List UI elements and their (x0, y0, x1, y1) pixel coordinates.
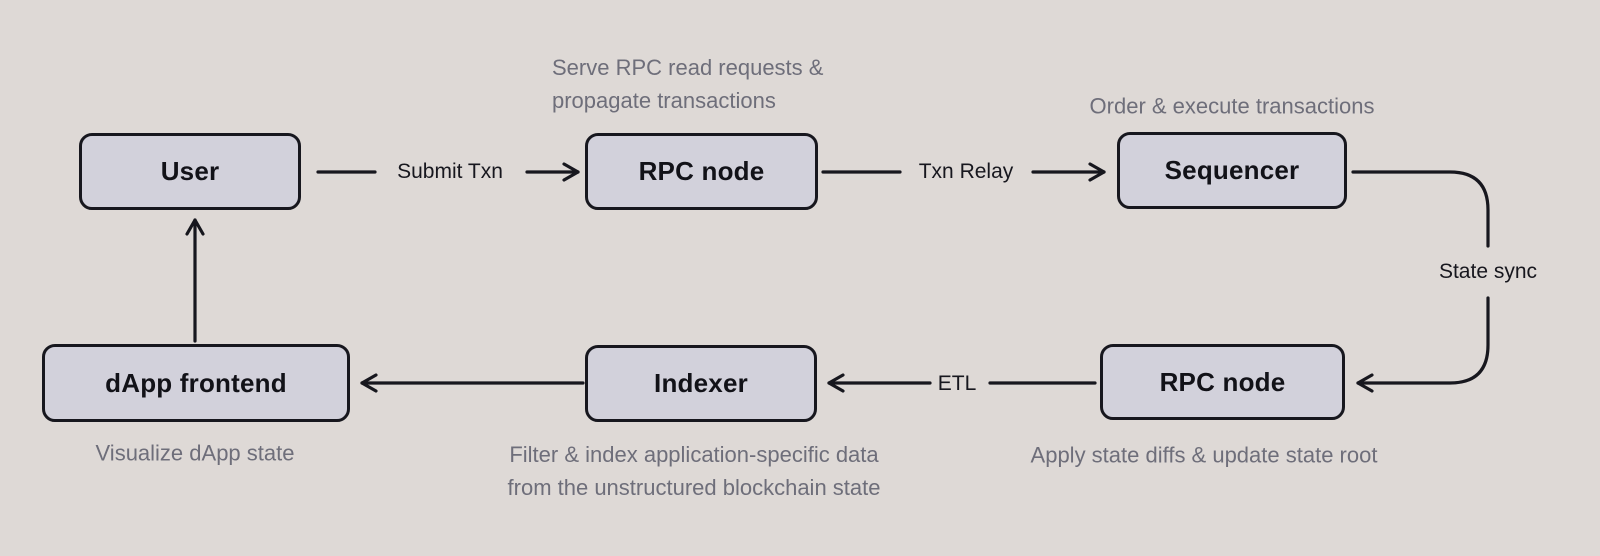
edge-statesync-to-rpc-arrow (1356, 296, 1490, 393)
node-rpc-bottom-label: RPC node (1159, 366, 1286, 397)
node-dapp-frontend-label: dApp frontend (105, 367, 287, 398)
node-indexer-label: Indexer (654, 368, 748, 398)
annotation-dapp: Visualize dApp state (96, 437, 295, 470)
annotation-rpc-top: Serve RPC read requests & propagate tran… (552, 51, 823, 117)
edge-label-etl: ETL (937, 372, 977, 395)
annotation-indexer-line2: from the unstructured blockchain state (507, 475, 881, 500)
annotation-rpc-bottom: Apply state diffs & update state root (1031, 439, 1378, 472)
edge-label-submit-txn: Submit Txn (397, 160, 503, 183)
node-user-label: User (160, 156, 220, 186)
node-user: User (79, 133, 301, 210)
node-sequencer: Sequencer (1117, 132, 1347, 209)
annotation-rpc-top-line2: propagate transactions (552, 88, 776, 113)
edge-label-state-sync: State sync (1438, 260, 1538, 283)
node-indexer: Indexer (585, 345, 817, 422)
annotation-indexer-line1: Filter & index application-specific data (509, 442, 879, 467)
node-dapp-frontend: dApp frontend (42, 344, 350, 422)
edge-sequencer-statesync-upper (1351, 170, 1490, 248)
annotation-rpc-bottom-line1: Apply state diffs & update state root (1030, 442, 1378, 468)
annotation-rpc-top-line1: Serve RPC read requests & (552, 55, 824, 80)
edge-label-txn-relay: Txn Relay (918, 160, 1014, 183)
annotation-indexer: Filter & index application-specific data… (508, 438, 881, 504)
node-sequencer-label: Sequencer (1164, 155, 1300, 185)
annotation-dapp-line1: Visualize dApp state (95, 440, 295, 466)
annotation-sequencer-line1: Order & execute transactions (1089, 93, 1375, 119)
node-rpc-top: RPC node (585, 133, 818, 210)
node-rpc-top-label: RPC node (638, 156, 765, 186)
annotation-sequencer: Order & execute transactions (1090, 90, 1375, 123)
node-rpc-bottom: RPC node (1100, 344, 1345, 420)
